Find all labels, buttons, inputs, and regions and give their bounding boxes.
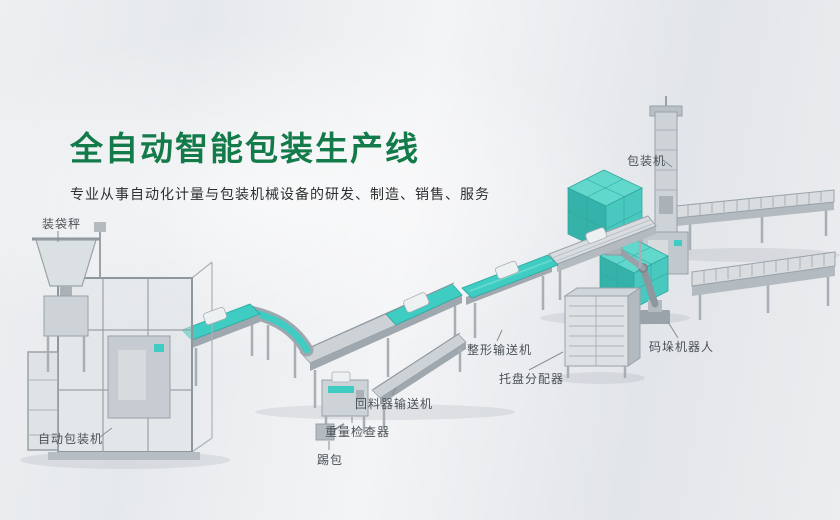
page-title: 全自动智能包装生产线 (70, 130, 420, 167)
label-packing-machine: 包装机 (627, 154, 667, 168)
incline-conveyor (299, 282, 463, 408)
roller-conveyor-mid (548, 215, 657, 300)
shaping-conveyor-machine (461, 254, 559, 338)
label-pallet-dispenser: 托盘分配器 (499, 372, 565, 386)
right-roller-conveyor-lower (691, 251, 836, 320)
leader-lines (57, 159, 679, 450)
label-shaping-conveyor: 整形输送机 (467, 343, 533, 357)
label-bagging-scale: 装袋秤 (42, 217, 82, 231)
right-roller-conveyor-upper (675, 189, 835, 250)
label-palletizing-robot: 码垛机器人 (649, 340, 715, 354)
weight-checker-machine (321, 379, 369, 434)
bagging-scale-machine (32, 237, 100, 372)
label-auto-packing-machine: 自动包装机 (38, 432, 104, 446)
parcels (203, 227, 608, 383)
label-return-feeder-conveyor: 回料器输送机 (355, 397, 434, 411)
page-subtitle: 专业从事自动化计量与包装机械设备的研发、制造、销售、服务 (70, 186, 490, 202)
bag-kicker-device (315, 423, 345, 441)
label-weight-checker: 重量检查器 (325, 425, 391, 439)
pallet-dispenser (563, 287, 642, 378)
label-bag-kicker: 踢包 (317, 453, 344, 467)
tower-exit-belt (181, 303, 261, 386)
return-feeder-conveyor-machine (371, 332, 467, 428)
